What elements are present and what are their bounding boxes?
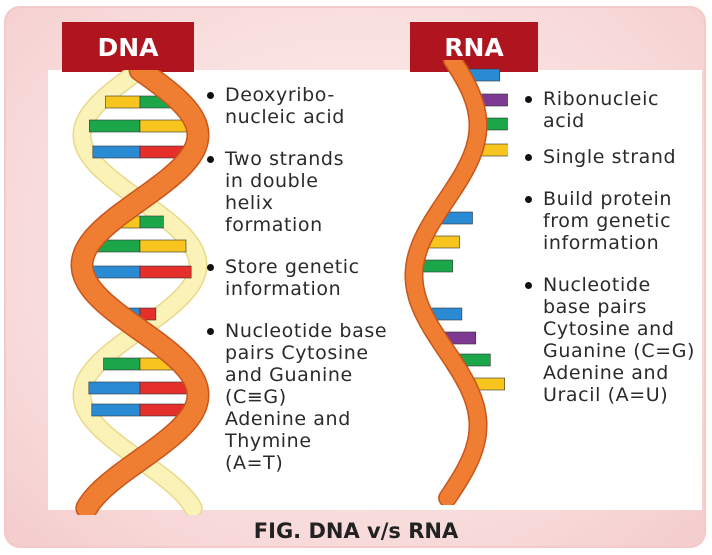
dna-points-list: Deoxyribo- nucleic acid Two strands in d… [205, 84, 405, 494]
dna-base-pair-right [140, 240, 186, 252]
dna-base-pair-right [140, 266, 191, 278]
rna-point: Build protein from genetic information [523, 188, 703, 254]
bullet-icon [525, 282, 532, 289]
bullet-icon [525, 154, 532, 161]
dna-point: Two strands in double helix formation [205, 148, 405, 236]
bullet-icon [207, 156, 214, 163]
dna-point: Deoxyribo- nucleic acid [205, 84, 405, 128]
rna-point: Nucleotide base pairs Cytosine and Guani… [523, 274, 703, 406]
rna-point: Ribonucleic acid [523, 88, 703, 132]
bullet-icon [207, 92, 214, 99]
bullet-icon [525, 96, 532, 103]
dna-base-pair-left [104, 358, 140, 370]
dna-base-pair-left [89, 120, 140, 132]
bullet-icon [207, 328, 214, 335]
dna-title: DNA [62, 22, 194, 72]
dna-base-pair-left [92, 404, 140, 416]
dna-point: Store genetic information [205, 256, 405, 300]
dna-base-pair-left [93, 146, 140, 158]
dna-base-pair-left [105, 96, 140, 108]
rna-backbone-outline [414, 60, 478, 498]
dna-point: Nucleotide base pairs Cytosine and Guani… [205, 320, 405, 474]
rna-single-strand-illustration [398, 60, 508, 505]
figure-caption: FIG. DNA v/s RNA [0, 519, 712, 543]
dna-base-pair-left [89, 382, 140, 394]
bullet-icon [525, 196, 532, 203]
rna-points-list: Ribonucleic acid Single strand Build pro… [523, 88, 703, 426]
bullet-icon [207, 264, 214, 271]
rna-point: Single strand [523, 146, 703, 168]
dna-base-pair-right [140, 216, 163, 228]
